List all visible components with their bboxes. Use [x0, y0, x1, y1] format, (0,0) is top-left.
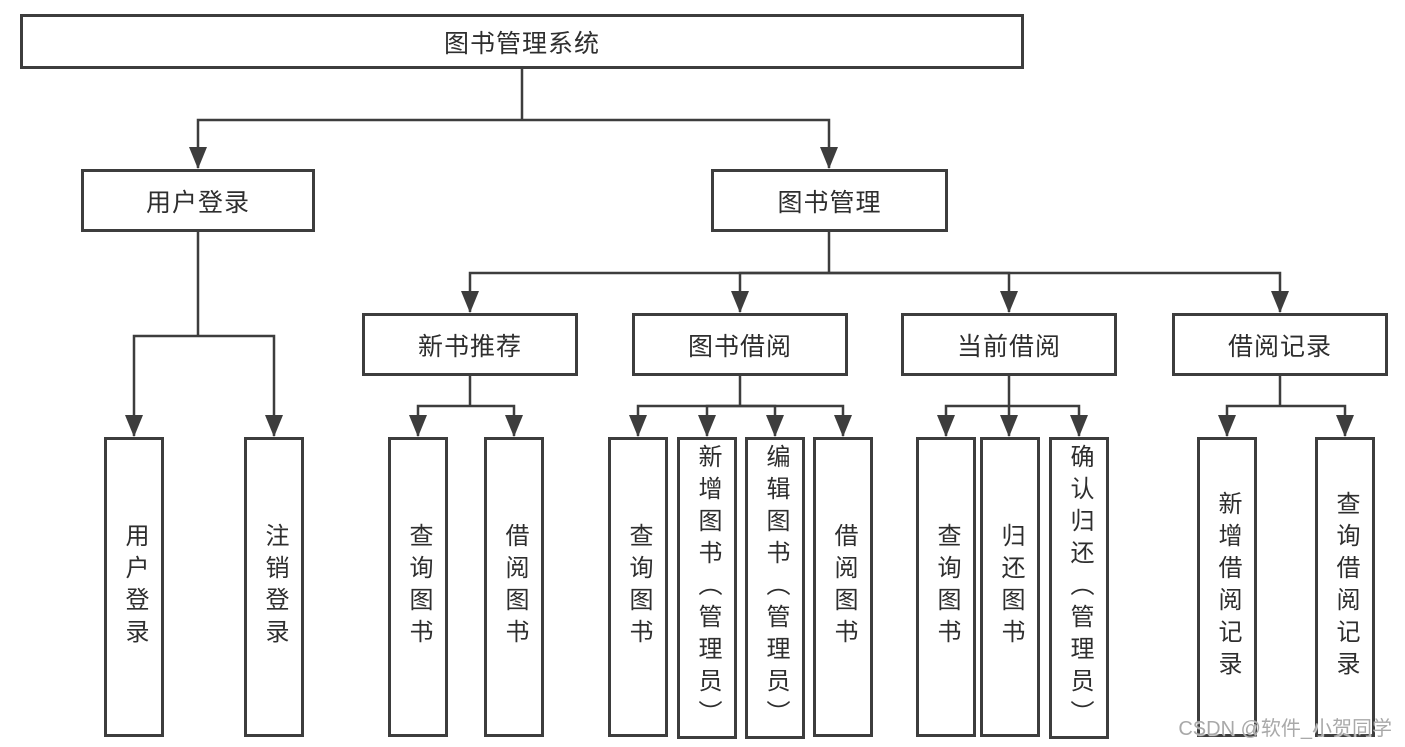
node-book-borrow: 图书借阅: [632, 313, 848, 376]
node-leaf-query-books-current: 查询图书: [916, 437, 976, 737]
node-leaf-add-borrow-record-label: 新增借阅记录: [1214, 491, 1241, 683]
node-leaf-borrow-books-recommend: 借阅图书: [484, 437, 544, 737]
edge-userlogin-logout: [198, 334, 283, 437]
node-leaf-borrow-books-borrow-label: 借阅图书: [830, 523, 857, 651]
node-user-login-label: 用户登录: [145, 188, 250, 217]
edge-recommend-borrow: [470, 404, 523, 437]
node-new-book-recommend: 新书推荐: [362, 313, 578, 376]
edge-records-query: [1280, 404, 1354, 437]
node-borrow-records: 借阅记录: [1172, 313, 1388, 376]
node-root-label: 图书管理系统: [443, 29, 600, 58]
edge-borrow-edit: [740, 404, 784, 437]
watermark: CSDN @软件_小贺同学: [1178, 718, 1392, 740]
node-book-borrow-label: 图书借阅: [687, 332, 792, 361]
edge-borrow-borrow: [740, 404, 852, 437]
edge-borrow-query: [629, 404, 740, 437]
node-leaf-query-books-borrow: 查询图书: [608, 437, 668, 737]
node-leaf-query-books-recommend-label: 查询图书: [405, 523, 432, 651]
node-leaf-return-books-label: 归还图书: [997, 523, 1024, 651]
node-leaf-add-borrow-record: 新增借阅记录: [1197, 437, 1257, 737]
node-current-borrow-label: 当前借阅: [956, 332, 1061, 361]
edge-bookmgmt-recommend: [461, 271, 829, 313]
edge-current-query: [937, 404, 1009, 437]
node-leaf-borrow-books-recommend-label: 借阅图书: [501, 523, 528, 651]
edge-bookmgmt-current: [829, 271, 1018, 313]
node-book-management-label: 图书管理: [777, 188, 882, 217]
node-borrow-records-label: 借阅记录: [1227, 332, 1332, 361]
node-leaf-logout: 注销登录: [244, 437, 304, 737]
node-leaf-add-books-admin-label: 新增图书（管理员）: [694, 444, 721, 732]
node-leaf-query-books-current-label: 查询图书: [933, 523, 960, 651]
node-new-book-recommend-label: 新书推荐: [417, 332, 522, 361]
node-leaf-query-books-borrow-label: 查询图书: [625, 523, 652, 651]
edge-bookmgmt-records: [829, 271, 1289, 313]
node-root: 图书管理系统: [20, 14, 1024, 69]
edge-root-bookmgmt: [522, 118, 838, 169]
node-leaf-user-login-label: 用户登录: [121, 523, 148, 651]
node-leaf-query-borrow-record-label: 查询借阅记录: [1332, 491, 1359, 683]
node-leaf-query-books-recommend: 查询图书: [388, 437, 448, 737]
node-current-borrow: 当前借阅: [901, 313, 1117, 376]
node-leaf-logout-label: 注销登录: [261, 523, 288, 651]
node-leaf-return-books: 归还图书: [980, 437, 1040, 737]
edge-records-add: [1218, 404, 1280, 437]
node-book-management: 图书管理: [711, 169, 948, 232]
edge-borrow-add: [698, 404, 740, 437]
node-leaf-confirm-return-admin: 确认归还（管理员）: [1049, 437, 1109, 739]
node-user-login: 用户登录: [81, 169, 315, 232]
node-leaf-user-login: 用户登录: [104, 437, 164, 737]
edge-bookmgmt-borrow: [731, 271, 829, 313]
edge-userlogin-login: [125, 334, 198, 437]
node-leaf-query-borrow-record: 查询借阅记录: [1315, 437, 1375, 737]
node-leaf-edit-books-admin-label: 编辑图书（管理员）: [762, 444, 789, 732]
node-leaf-borrow-books-borrow: 借阅图书: [813, 437, 873, 737]
node-leaf-edit-books-admin: 编辑图书（管理员）: [745, 437, 805, 739]
edge-recommend-query: [409, 404, 470, 437]
edge-current-confirm: [1009, 404, 1088, 437]
node-leaf-add-books-admin: 新增图书（管理员）: [677, 437, 737, 739]
edge-root-userlogin: [189, 118, 522, 169]
node-leaf-confirm-return-admin-label: 确认归还（管理员）: [1066, 444, 1093, 732]
